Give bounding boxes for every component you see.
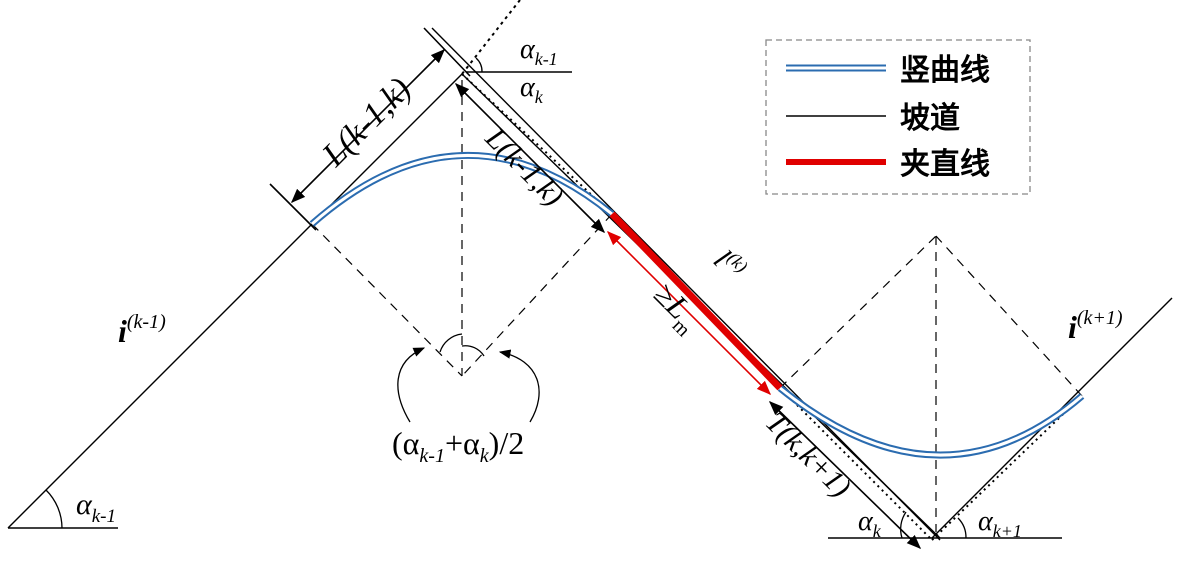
angle-prev-label: αk-1 [76, 488, 116, 527]
legend-box [765, 39, 1031, 195]
radius-right [461, 213, 613, 377]
dim-arrow-outer-L [290, 48, 446, 204]
angle-top-k-label: αk [520, 72, 544, 107]
grade-line-prev-extension [461, 0, 521, 75]
dimension-arrows [269, 27, 922, 550]
dim-arrow-tangent-T [768, 400, 922, 550]
grade-next-label: i(k+1) [1068, 307, 1123, 345]
dim-arrow-outer-L-tick2 [423, 27, 471, 77]
dim-arrow-outer-L-tick1 [269, 183, 317, 231]
angle-arc-top [475, 57, 483, 73]
bisector-angle-label: (αk-1+αk)/2 [392, 425, 524, 467]
callout-arrow-left [397, 347, 426, 423]
angle-arcs [45, 57, 967, 539]
angle-bottom-k-label: αk [858, 506, 882, 541]
angle-arc-bisector-left [439, 333, 463, 353]
angle-arc-bottom-left [900, 511, 907, 539]
bisector-callouts [397, 347, 540, 423]
angle-top-prev-label: αk-1 [520, 34, 558, 69]
legend-label-tangent: 夹直线 [900, 147, 990, 182]
radius-bottom-left [779, 235, 937, 389]
radius-left [311, 223, 463, 377]
tangent-length-label: T(k,k+1) [759, 406, 857, 504]
dotted-tangent-bottom-right [931, 395, 1083, 541]
legend-item-tangent: 夹直线 [786, 147, 990, 182]
dim-arrow-inner-L [454, 82, 606, 234]
angle-arc-prev [45, 489, 63, 529]
callout-arrow-right [498, 349, 540, 423]
legend-item-vertical-curve: 竖曲线 [786, 53, 990, 88]
legend-label-grade: 坡道 [900, 101, 960, 136]
legend-label-vertical-curve: 竖曲线 [900, 53, 990, 88]
grade-prev-label: i(k-1) [118, 311, 166, 349]
legend-item-grade: 坡道 [786, 101, 960, 136]
angle-arc-bisector-right [461, 345, 485, 357]
angle-bottom-next-label: αk+1 [978, 506, 1022, 541]
angle-arc-bottom-right [957, 517, 967, 539]
segment-l-label: l(k) [707, 242, 752, 287]
legend: 竖曲线 坡道 夹直线 [765, 39, 1031, 195]
radius-bottom-right [935, 235, 1083, 397]
dim-arrow-min-length [606, 230, 772, 396]
length-outer-label: L(k-1,k) [315, 71, 419, 175]
